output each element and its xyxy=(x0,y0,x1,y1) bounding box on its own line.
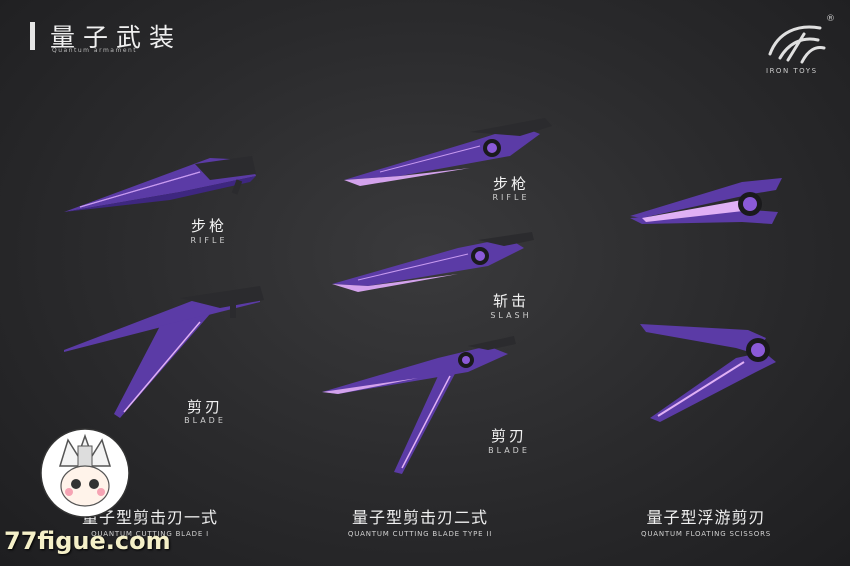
caption-3-subtitle: QUANTUM FLOATING SCISSORS xyxy=(641,530,771,538)
rifle-left-label-en: RIFLE xyxy=(190,236,228,245)
blade-left-label-en: BLADE xyxy=(184,416,226,425)
caption-2-subtitle: QUANTUM CUTTING BLADE TYPE II xyxy=(347,530,493,538)
rifle-mid-label-en: RIFLE xyxy=(492,193,530,202)
rifle-left-image xyxy=(64,156,256,212)
blade-mid-image xyxy=(322,336,516,474)
slash-mid-label: 斩击 xyxy=(492,292,529,310)
rifle-mid-image xyxy=(344,118,552,186)
blade-mid-label-en: BLADE xyxy=(488,446,530,455)
caption-1-title: 量子型剪击刃一式 xyxy=(81,508,218,527)
blade-mid-label: 剪刃 xyxy=(490,427,527,445)
mascot-watermark-icon xyxy=(40,428,130,518)
floating-scissors-open-image xyxy=(640,324,776,422)
rifle-mid-label: 步枪 xyxy=(492,175,529,193)
blade-left-image xyxy=(64,286,264,418)
site-watermark: 77figue.com xyxy=(4,527,171,555)
iron-toys-logo xyxy=(768,25,826,64)
page-title: 量子武装 xyxy=(50,23,183,52)
caption-1-subtitle: QUANTUM CUTTING BLADE I xyxy=(91,530,209,538)
caption-2-title: 量子型剪击刃二式 xyxy=(351,508,488,527)
page-subtitle: Quantum armament xyxy=(52,47,138,54)
registered-mark: ® xyxy=(826,14,835,24)
brand-name: IRON TOYS xyxy=(766,67,818,75)
caption-3-title: 量子型浮游剪刃 xyxy=(646,508,766,527)
rifle-left-label: 步枪 xyxy=(190,217,227,235)
title-accent-bar xyxy=(30,22,35,50)
slash-mid-label-en: SLASH xyxy=(490,311,532,320)
slash-mid-image xyxy=(332,232,534,292)
blade-left-label: 剪刃 xyxy=(186,398,223,416)
floating-scissors-closed-image xyxy=(630,178,782,224)
